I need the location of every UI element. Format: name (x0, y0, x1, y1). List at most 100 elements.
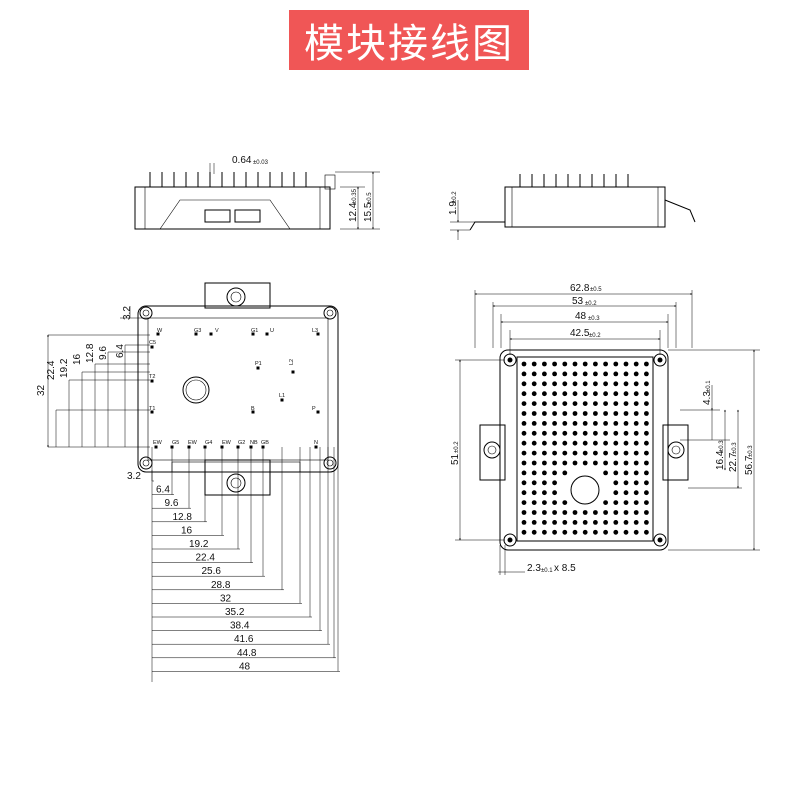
grid-pin (644, 529, 649, 535)
grid-pin (542, 470, 547, 476)
bottom-hole-top-left (503, 353, 517, 367)
grid-pin (521, 460, 527, 466)
grid-pin (603, 520, 608, 525)
grid-pin (613, 480, 619, 486)
grid-pin (613, 440, 619, 446)
grid-pin (562, 520, 568, 525)
grid-pin (521, 430, 527, 436)
grid-pin (582, 371, 588, 377)
grid-pin (582, 411, 588, 416)
grid-pin (633, 361, 639, 367)
dim-left-22-4: 22.4 (46, 360, 57, 380)
grid-pin (542, 430, 547, 436)
title-banner: 模块接线图 (289, 10, 529, 70)
grid-pin (613, 510, 619, 515)
side-tab-left (483, 441, 501, 459)
pin-label-b1: EW (153, 440, 163, 446)
grid-pin (644, 401, 649, 406)
grid-pin (633, 490, 639, 496)
grid-pin (593, 450, 598, 456)
grid-pin (613, 361, 619, 367)
body-height-tol: ±0.35 (352, 188, 358, 204)
pin-label-l1: L1 (279, 393, 285, 399)
grid-pin (531, 500, 537, 505)
grid-pin (531, 421, 537, 426)
bv-r1-tol: ±0.1 (706, 380, 712, 392)
grid-pin (633, 391, 639, 397)
grid-pin (644, 490, 649, 496)
screw-terminal-bottom (226, 473, 246, 493)
grid-pin (633, 421, 639, 426)
bv-w1-tol: ±0.5 (590, 287, 602, 293)
terminal-pin (316, 410, 320, 414)
grid-pin (623, 371, 629, 377)
grid-pin (644, 440, 649, 446)
bottom-dim-label: 44.8 (237, 648, 257, 659)
grid-pin (521, 371, 527, 377)
page-title: 模块接线图 (304, 21, 514, 67)
grid-pin (552, 480, 557, 486)
grid-pin (582, 529, 588, 535)
grid-pin (623, 460, 629, 466)
bottom-dim-label: 32 (220, 593, 232, 604)
pin-label-b5: EW (222, 440, 232, 446)
grid-pin (562, 430, 568, 436)
bottom-dim-label: 48 (239, 661, 251, 672)
grid-pin (613, 430, 619, 436)
dim-left-6-4: 6.4 (115, 344, 126, 358)
mount-hole-top-right (323, 306, 337, 320)
grid-pin (582, 520, 588, 525)
grid-pin (623, 391, 629, 397)
grid-pin (603, 391, 608, 397)
end-view: 1.9 ±0.2 (448, 174, 696, 240)
grid-pin (633, 510, 639, 515)
bv-w4: 42.5 (570, 328, 590, 339)
grid-pin (552, 440, 557, 446)
grid-pin (613, 450, 619, 456)
screw-terminal-top (226, 287, 246, 307)
grid-pin (521, 529, 527, 535)
grid-pin (582, 361, 588, 367)
grid-pin (582, 440, 588, 446)
grid-pin (613, 411, 619, 416)
grid-pin (552, 490, 557, 496)
grid-pin (572, 430, 578, 436)
bottom-dim-label: 16 (181, 525, 193, 536)
terminal-pin (316, 332, 320, 336)
grid-pin (582, 391, 588, 397)
grid-pin (552, 401, 557, 406)
pin-grid (521, 361, 649, 535)
grid-pin (562, 500, 568, 505)
dim-left-12-8: 12.8 (85, 343, 96, 363)
bottom-dim-label: 9.6 (165, 498, 179, 509)
grid-pin (582, 460, 588, 466)
bv-r2: 16.4 (715, 450, 726, 470)
bottom-dim-label: 3.2 (127, 471, 141, 482)
grid-pin (603, 440, 608, 446)
grid-pin (521, 440, 527, 446)
grid-pin (623, 440, 629, 446)
grid-pin (644, 470, 649, 476)
grid-pin (593, 391, 598, 397)
pin-label-b8: GB (261, 440, 269, 446)
bottom-dim-label: 35.2 (225, 607, 245, 618)
grid-pin (623, 430, 629, 436)
grid-pin (623, 480, 629, 486)
grid-pin (562, 510, 568, 515)
bottom-dim-label: 41.6 (234, 634, 254, 645)
bv-h-left: 51 (450, 453, 461, 465)
grid-pin (552, 430, 557, 436)
top-pins (150, 332, 320, 449)
grid-pin (593, 411, 598, 416)
grid-pin (603, 460, 608, 466)
grid-pin (552, 381, 557, 387)
terminal-pin (209, 332, 213, 336)
pin-label-c5: C5 (149, 340, 156, 346)
bv-w2-tol: ±0.2 (585, 301, 597, 307)
bottom-dim-label: 28.8 (211, 580, 231, 591)
grid-pin (521, 450, 527, 456)
grid-pin (531, 510, 537, 515)
grid-pin (644, 391, 649, 397)
grid-pin (593, 529, 598, 535)
grid-pin (552, 421, 557, 426)
